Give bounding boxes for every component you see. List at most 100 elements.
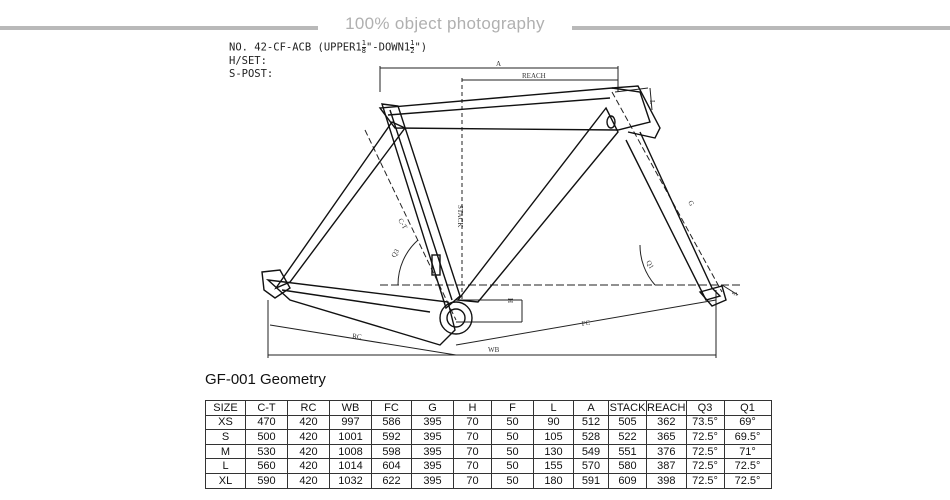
table-cell: 72.5° bbox=[685, 458, 725, 474]
table-cell: 395 bbox=[411, 458, 454, 474]
rear-dropout bbox=[261, 269, 291, 299]
table-cell: 470 bbox=[245, 414, 288, 431]
banner: 100% object photography bbox=[0, 12, 950, 42]
table-cell: 398 bbox=[646, 472, 687, 489]
table-cell: 395 bbox=[411, 472, 454, 489]
table-cell: XS bbox=[205, 414, 246, 431]
table-header-cell: Q1 bbox=[723, 400, 772, 416]
fork bbox=[625, 131, 722, 301]
table-cell: 591 bbox=[573, 472, 609, 489]
table-cell: 528 bbox=[573, 429, 609, 445]
chain-stay-inner bbox=[281, 289, 431, 313]
label-fc: FC bbox=[581, 319, 591, 328]
table-cell: 420 bbox=[287, 472, 330, 489]
dim-f-line bbox=[721, 284, 739, 296]
table-header-cell: RC bbox=[287, 400, 330, 416]
table-cell: 71° bbox=[723, 443, 772, 460]
label-ct: C-T bbox=[396, 217, 409, 231]
seat-tube-inner bbox=[389, 109, 453, 301]
table-cell: 512 bbox=[573, 414, 609, 431]
table-cell: 72.5° bbox=[685, 472, 725, 489]
table-cell: S bbox=[205, 429, 246, 445]
label-wb: WB bbox=[488, 346, 500, 354]
table-header-cell: REACH bbox=[646, 400, 687, 416]
label-reach: REACH bbox=[522, 72, 546, 80]
label-f: F bbox=[730, 292, 738, 296]
table-cell: 180 bbox=[533, 472, 574, 489]
dim-head-top bbox=[614, 87, 649, 93]
spec-end-text: ") bbox=[414, 41, 428, 54]
dim-ct-line bbox=[364, 129, 457, 321]
table-cell: 395 bbox=[411, 414, 454, 431]
table-header-cell: FC bbox=[371, 400, 412, 416]
frame-geometry-drawing: A REACH STACK C-T Q3 Q1 G H FC RC WB L F bbox=[261, 60, 740, 358]
table-cell: 505 bbox=[608, 414, 647, 431]
table-header-cell: WB bbox=[329, 400, 372, 416]
table-cell: 105 bbox=[533, 429, 574, 445]
dim-fc-line bbox=[455, 299, 717, 346]
fork-dropout bbox=[698, 285, 727, 307]
dim-rc-line bbox=[269, 324, 457, 356]
down-fraction-den: 2 bbox=[410, 47, 415, 55]
table-header-cell: F bbox=[491, 400, 534, 416]
top-tube bbox=[378, 87, 651, 131]
table-cell: 50 bbox=[491, 458, 534, 474]
table-cell: 376 bbox=[646, 443, 687, 460]
table-cell: 69.5° bbox=[723, 429, 772, 445]
table-cell: XL bbox=[205, 472, 246, 489]
table-cell: 997 bbox=[329, 414, 372, 431]
table-cell: 551 bbox=[608, 443, 647, 460]
table-cell: 1001 bbox=[329, 429, 372, 445]
table-cell: M bbox=[205, 443, 246, 460]
label-rc: RC bbox=[352, 332, 363, 341]
table-cell: 70 bbox=[453, 443, 492, 460]
table-cell: 70 bbox=[453, 414, 492, 431]
table-cell: 130 bbox=[533, 443, 574, 460]
table-header-cell: G bbox=[411, 400, 454, 416]
dim-head-tick bbox=[649, 87, 653, 111]
table-header-cell: H bbox=[453, 400, 492, 416]
table-cell: 420 bbox=[287, 458, 330, 474]
table-cell: 72.5° bbox=[723, 472, 772, 489]
table-cell: 72.5° bbox=[685, 443, 725, 460]
table-cell: 560 bbox=[245, 458, 288, 474]
table-cell: 586 bbox=[371, 414, 412, 431]
down-tube bbox=[456, 106, 619, 303]
upper-fraction-num: 1 bbox=[361, 39, 366, 47]
table-cell: 90 bbox=[533, 414, 574, 431]
table-cell: 155 bbox=[533, 458, 574, 474]
table-cell: 70 bbox=[453, 458, 492, 474]
table-cell: 1008 bbox=[329, 443, 372, 460]
table-cell: 549 bbox=[573, 443, 609, 460]
down-fraction-num: 1 bbox=[410, 39, 415, 47]
spec-seatpost: S-POST: bbox=[229, 68, 274, 80]
table-cell: 70 bbox=[453, 472, 492, 489]
label-stack: STACK bbox=[456, 205, 464, 227]
table-cell: 1032 bbox=[329, 472, 372, 489]
table-cell: 70 bbox=[453, 429, 492, 445]
table-cell: 69° bbox=[723, 414, 772, 431]
table-cell: 570 bbox=[573, 458, 609, 474]
spec-headset: H/SET: bbox=[229, 55, 267, 67]
head-tube bbox=[611, 85, 661, 139]
geometry-title: GF-001 Geometry bbox=[205, 371, 326, 388]
label-h: H bbox=[506, 298, 514, 303]
cable-port bbox=[431, 254, 441, 276]
table-cell: 530 bbox=[245, 443, 288, 460]
table-cell: 395 bbox=[411, 443, 454, 460]
table-cell: 50 bbox=[491, 472, 534, 489]
table-cell: 604 bbox=[371, 458, 412, 474]
bottom-bracket-inner bbox=[446, 308, 466, 328]
head-port bbox=[606, 115, 616, 129]
banner-rule-right bbox=[572, 26, 950, 30]
dim-q1-arc bbox=[639, 244, 656, 286]
table-header-cell: C-T bbox=[245, 400, 288, 416]
